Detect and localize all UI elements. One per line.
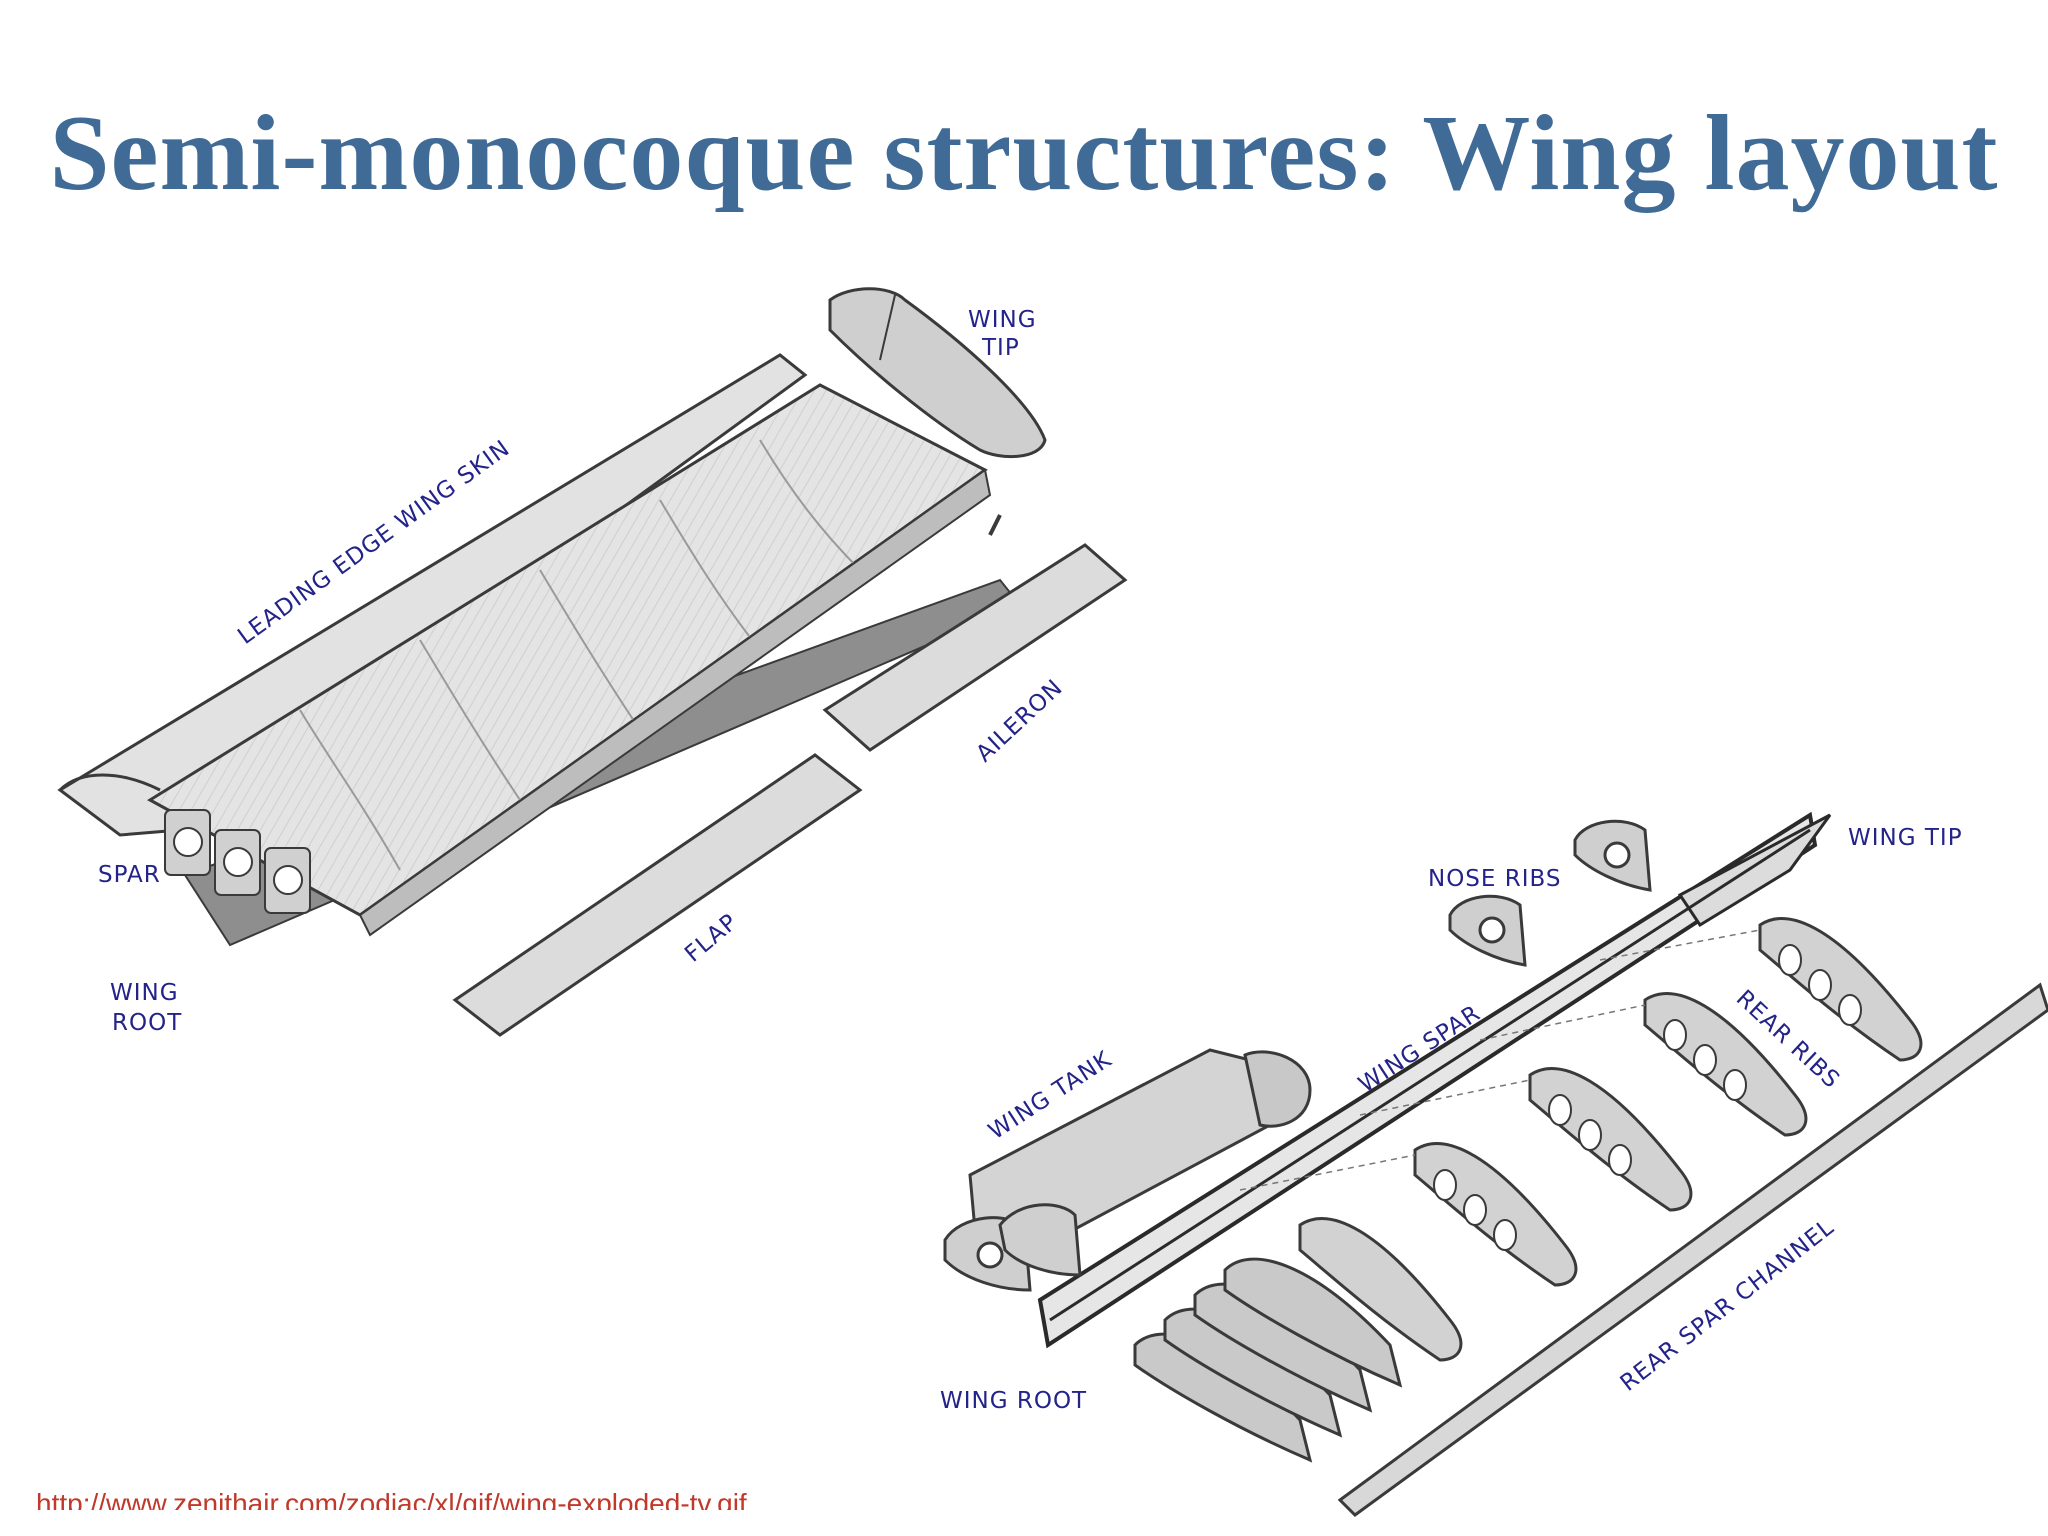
label-left-wing-root-line1: WING [110, 980, 179, 1006]
rear-rib-lightening-holes [1433, 944, 1862, 1251]
rib-station-lines [1239, 929, 1761, 1191]
wing-spar-part [1037, 811, 1818, 1349]
wing-tip-part [828, 287, 1047, 459]
label-flap: FLAP [680, 909, 743, 968]
label-spar: SPAR [98, 862, 161, 888]
tank-root-ribs [943, 1203, 1082, 1292]
label-right-wing-tip: WING TIP [1848, 825, 1963, 851]
label-nose-ribs: NOSE RIBS [1428, 866, 1562, 892]
root-ribs [164, 809, 311, 914]
aileron-part [822, 543, 1128, 752]
label-left-wing-root-line2: ROOT [112, 1010, 182, 1036]
left-wing-diagram [57, 287, 1128, 1037]
flap-part [452, 753, 863, 1037]
leading-edge-curve [58, 773, 161, 792]
source-link[interactable]: http://www.zenithair.com/zodiac/xl/gif/w… [36, 1488, 747, 1510]
label-left-wing-tip-line2: TIP [981, 335, 1020, 361]
root-rib-stack [1133, 1257, 1403, 1463]
label-left-wing-tip-line1: WING [968, 307, 1037, 333]
label-aileron: AILERON [971, 675, 1068, 768]
skin-rib-lines [299, 439, 861, 871]
nose-ribs-part [1448, 819, 1652, 967]
right-exploded-diagram [943, 811, 2048, 1517]
label-right-wing-root: WING ROOT [940, 1388, 1087, 1414]
trailing-spar-box [358, 468, 992, 937]
rear-spar-channel-part [1337, 982, 2048, 1517]
slide-title: Semi-monocoque structures: Wing layout [49, 94, 1999, 213]
